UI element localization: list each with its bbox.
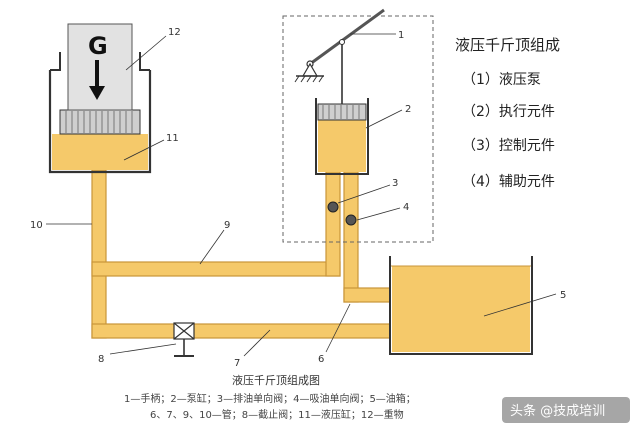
pivot-support (301, 62, 319, 77)
handle-1 (309, 8, 385, 66)
legend-item-pump: （1）液压泵 (462, 72, 541, 88)
cylinder-11-walls (48, 70, 152, 174)
pump-piston (317, 103, 367, 121)
pump-oil (318, 120, 366, 172)
valve-symbol (173, 322, 195, 340)
pump-cylinder-2 (315, 98, 369, 175)
component-legend: 液压千斤顶组成 （1）液压泵 （2）执行元件 （3）控制元件 （4）辅助元件 (455, 36, 560, 190)
watermark: 头条 @技成培训 (502, 397, 630, 423)
hydraulic-pump (282, 8, 434, 243)
legend-title: 液压千斤顶组成 (455, 36, 560, 54)
watermark-bg (502, 397, 630, 423)
pump-outlet-pipe (325, 171, 341, 277)
callout-1: 1 (398, 30, 404, 41)
pump-piston-grooves (322, 105, 360, 119)
ground-hatch (294, 75, 324, 83)
callout-10: 10 (30, 220, 43, 231)
legend-item-control: （3）控制元件 (462, 138, 555, 154)
caption-line-2: 6、7、9、10—管；8—截止阀；11—液压缸；12—重物 (150, 408, 404, 421)
stop-valve-8 (173, 322, 195, 357)
pipe-6 (343, 171, 359, 303)
pump-dashed-boundary (282, 15, 434, 243)
callout-7: 7 (234, 358, 240, 369)
weight-12 (67, 23, 133, 111)
legend-item-actuator: （2）执行元件 (462, 104, 555, 120)
callout-8: 8 (98, 354, 104, 365)
weight-label: G (88, 32, 108, 60)
legend-item-auxiliary: （4）辅助元件 (462, 174, 555, 190)
caption-line-1: 1—手柄；2—泵缸；3—排油单向阀；4—吸油单向阀；5—油箱； (124, 392, 416, 405)
callout-3: 3 (392, 178, 398, 189)
suction-check-valve-4 (345, 214, 357, 226)
hydraulic-cylinder: G (48, 23, 152, 174)
rod-joint (339, 39, 345, 45)
piston-11-grooves (65, 111, 133, 133)
callout-5: 5 (560, 290, 566, 301)
callout-2: 2 (405, 104, 411, 115)
tank-walls (389, 256, 533, 355)
callout-4: 4 (403, 202, 409, 213)
caption-title: 液压千斤顶组成图 (232, 373, 320, 387)
pipe-6-horizontal (343, 287, 391, 303)
callout-9: 9 (224, 220, 230, 231)
pipe-10 (91, 169, 107, 339)
oil-tank (389, 256, 533, 355)
leader-lines (46, 33, 557, 357)
cylinder-11-oil (52, 134, 148, 170)
tank-oil (392, 266, 530, 352)
callout-numbers: 12 11 1 2 3 4 5 6 7 9 10 8 (30, 27, 566, 369)
watermark-text: 头条 @技成培训 (510, 403, 605, 419)
arrow-down-icon (89, 86, 105, 100)
pipe-9 (91, 261, 341, 277)
callout-11: 11 (166, 133, 179, 144)
weight-arrow-shaft (95, 60, 99, 88)
callout-12: 12 (168, 27, 181, 38)
pipe-7 (91, 323, 391, 339)
callout-6: 6 (318, 354, 324, 365)
discharge-check-valve-3 (327, 201, 339, 213)
figure-caption: 液压千斤顶组成图 1—手柄；2—泵缸；3—排油单向阀；4—吸油单向阀；5—油箱；… (124, 373, 416, 421)
